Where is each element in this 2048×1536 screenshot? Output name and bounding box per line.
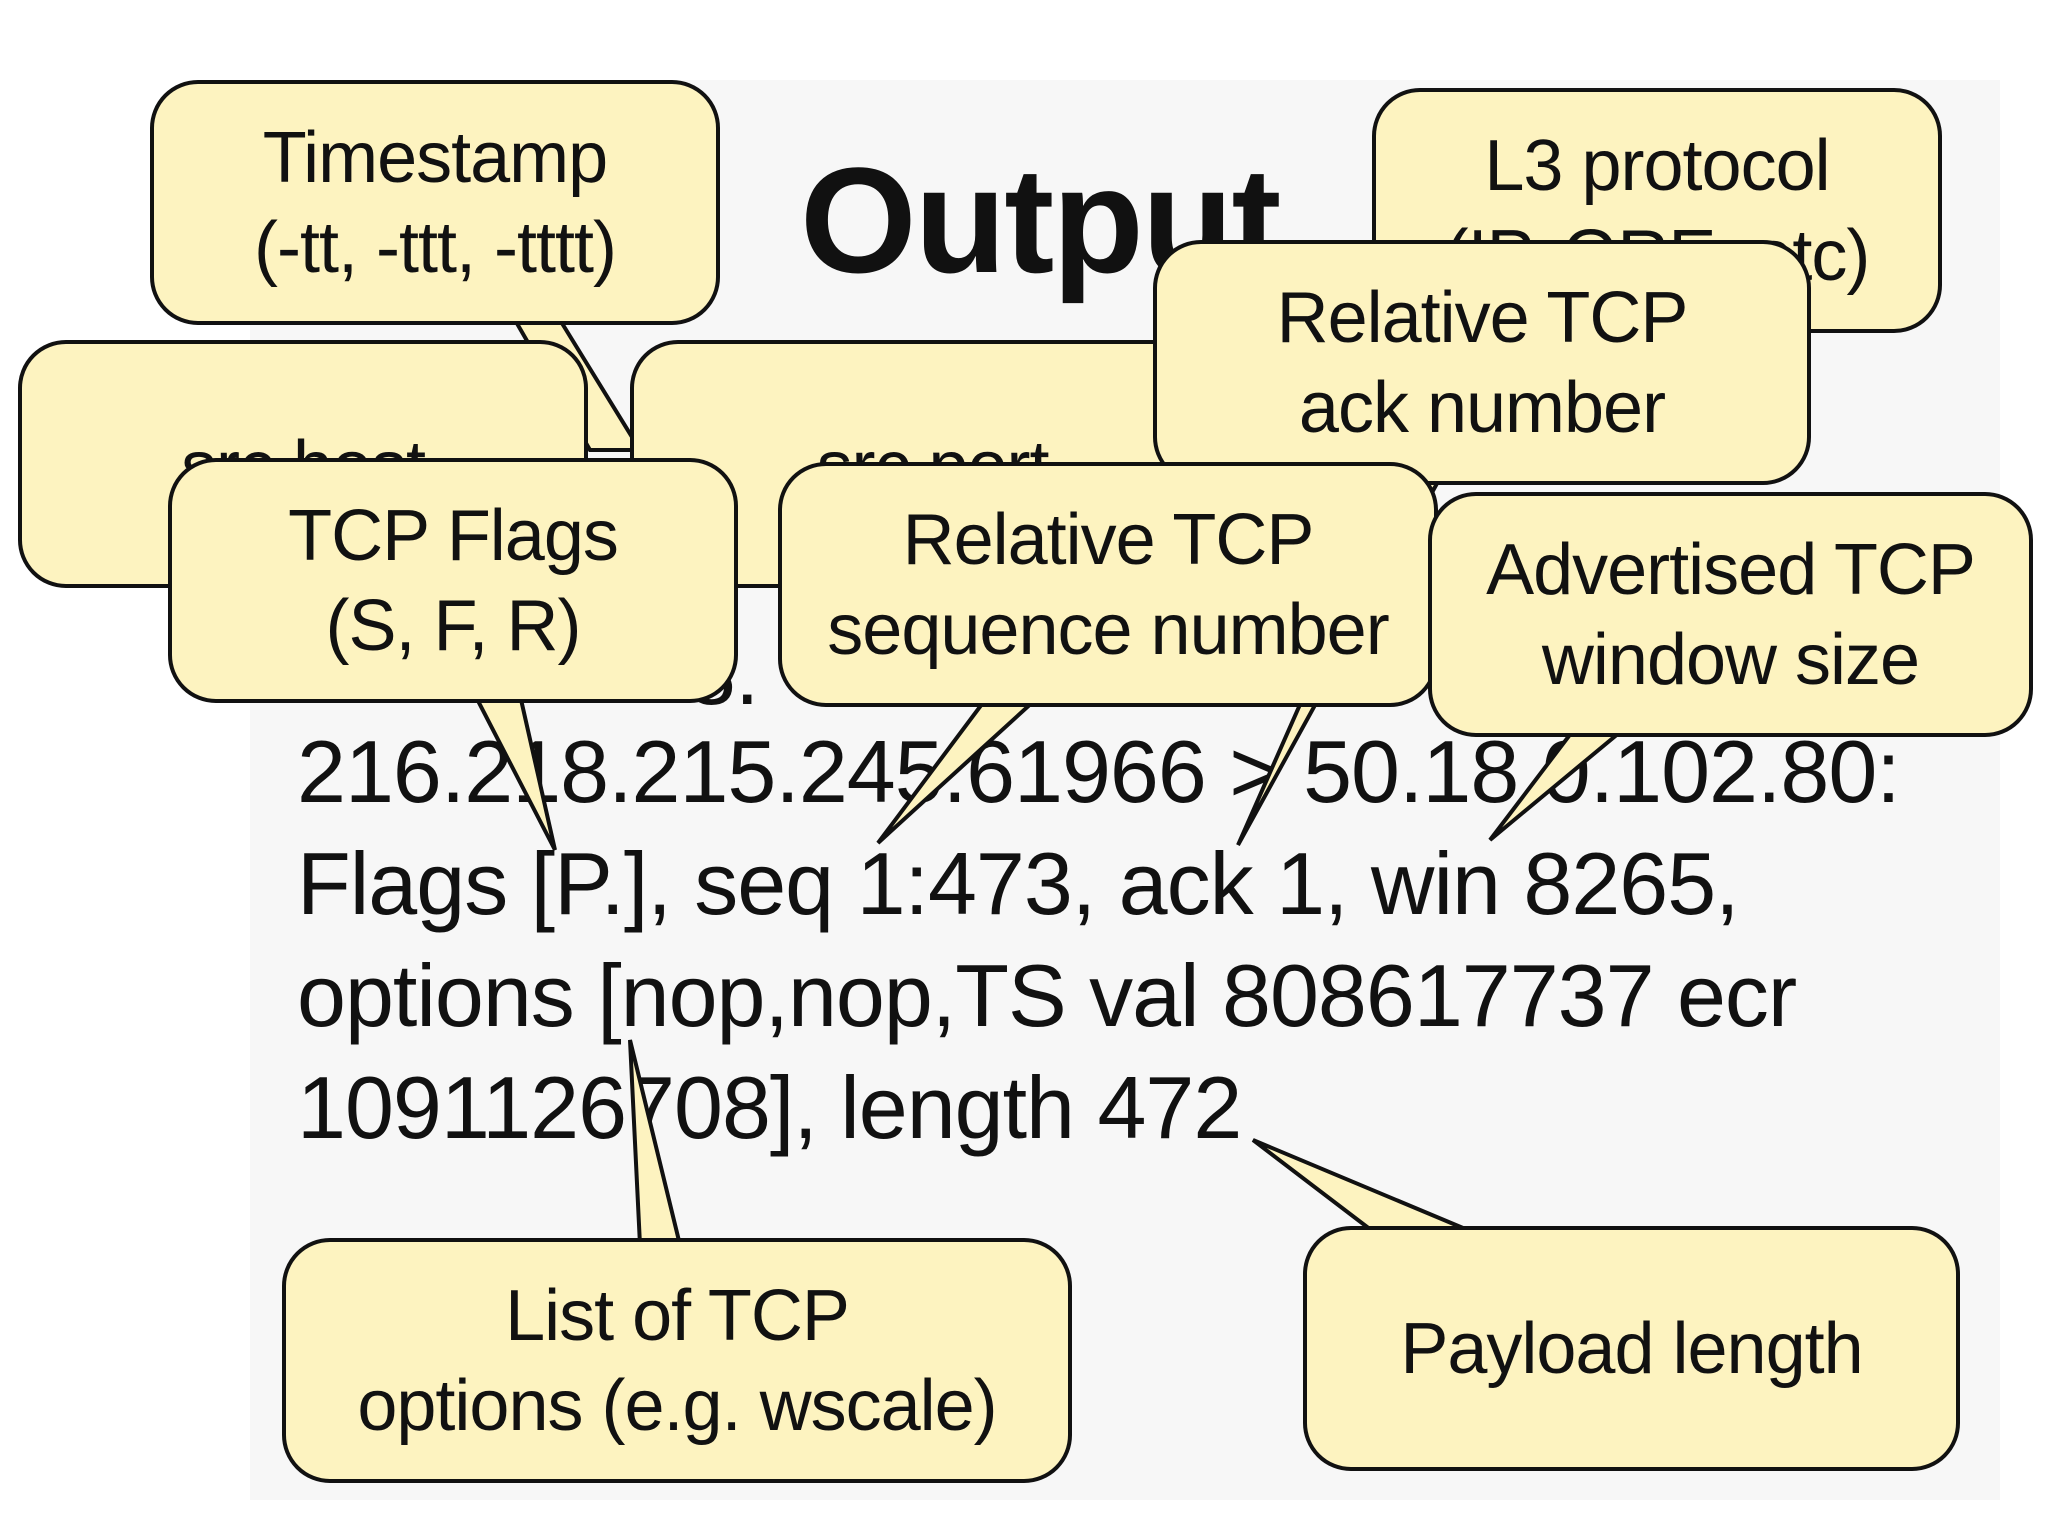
pointer-relative-seq <box>876 698 1041 845</box>
pointer-payload-length <box>1251 1138 1476 1235</box>
callout-l3-protocol-line1: L3 protocol <box>1484 125 1830 206</box>
callout-relative-ack-line1: Relative TCP <box>1276 277 1689 358</box>
callout-relative-seq-line2: sequence number <box>827 589 1389 670</box>
pointer-tcp-options <box>628 1039 683 1247</box>
callout-tcp-options: List of TCP options (e.g. wscale) <box>282 1238 1072 1483</box>
trace-line-4: 1091126708], length 472 <box>297 1058 1242 1157</box>
callout-advertised-window-line2: window size <box>1541 619 1920 700</box>
callout-advertised-window-line1: Advertised TCP <box>1486 529 1976 610</box>
callout-payload-length-line1: Payload length <box>1400 1308 1863 1389</box>
trace-line-2: Flags [P.], seq 1:473, ack 1, win 8265, <box>297 834 1740 933</box>
callout-tcp-flags-line2: (S, F, R) <box>325 585 582 666</box>
callout-relative-seq-line1: Relative TCP <box>902 499 1315 580</box>
callout-timestamp: Timestamp (-tt, -ttt, -tttt) <box>150 80 720 325</box>
pointer-tcp-flags <box>471 693 557 851</box>
callout-payload-length: Payload length <box>1303 1226 1960 1471</box>
trace-line-3: options [nop,nop,TS val 808617737 ecr <box>297 946 1797 1045</box>
callout-tcp-flags: TCP Flags (S, F, R) <box>168 458 738 703</box>
callout-tcp-flags-line1: TCP Flags <box>288 495 619 576</box>
callout-tcp-options-line1: List of TCP <box>505 1275 850 1356</box>
trace-line-1: 216.218.215.245.61966 > 50.18.0.102.80: <box>297 722 1901 821</box>
callout-tcp-options-line2: options (e.g. wscale) <box>357 1365 997 1446</box>
callout-relative-ack: Relative TCP ack number <box>1153 240 1811 485</box>
callout-timestamp-line2: (-tt, -ttt, -tttt) <box>254 207 617 288</box>
callout-relative-seq: Relative TCP sequence number <box>778 462 1438 707</box>
callout-advertised-window: Advertised TCP window size <box>1428 492 2033 737</box>
callout-timestamp-line1: Timestamp <box>262 117 608 198</box>
callout-relative-ack-line2: ack number <box>1298 367 1666 448</box>
pointer-advertised-window <box>1488 726 1631 842</box>
